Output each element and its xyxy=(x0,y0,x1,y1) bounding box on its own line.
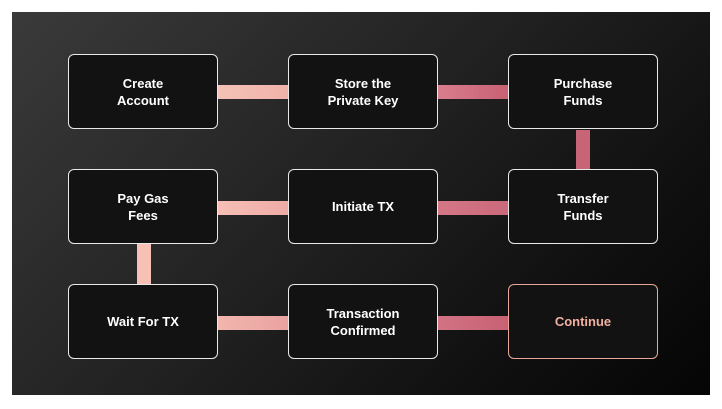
node-purchase-funds: Purchase Funds xyxy=(508,54,658,129)
connector-create-to-store xyxy=(218,85,294,99)
node-transfer-funds: Transfer Funds xyxy=(508,169,658,244)
connector-purchase-to-transfer xyxy=(576,130,590,170)
node-transaction-confirmed: Transaction Confirmed xyxy=(288,284,438,359)
connector-wait-to-confirmed xyxy=(218,316,294,330)
connector-initiate-to-paygas xyxy=(218,201,294,215)
flow-diagram: Create Account Store the Private Key Pur… xyxy=(12,12,710,395)
connector-confirmed-to-continue xyxy=(438,316,514,330)
continue-button[interactable]: Continue xyxy=(508,284,658,359)
connector-store-to-purchase xyxy=(438,85,514,99)
node-pay-gas-fees: Pay Gas Fees xyxy=(68,169,218,244)
node-create-account: Create Account xyxy=(68,54,218,129)
connector-paygas-to-wait xyxy=(137,244,151,284)
connector-transfer-to-initiate xyxy=(438,201,514,215)
node-initiate-tx: Initiate TX xyxy=(288,169,438,244)
node-wait-for-tx: Wait For TX xyxy=(68,284,218,359)
node-store-private-key: Store the Private Key xyxy=(288,54,438,129)
